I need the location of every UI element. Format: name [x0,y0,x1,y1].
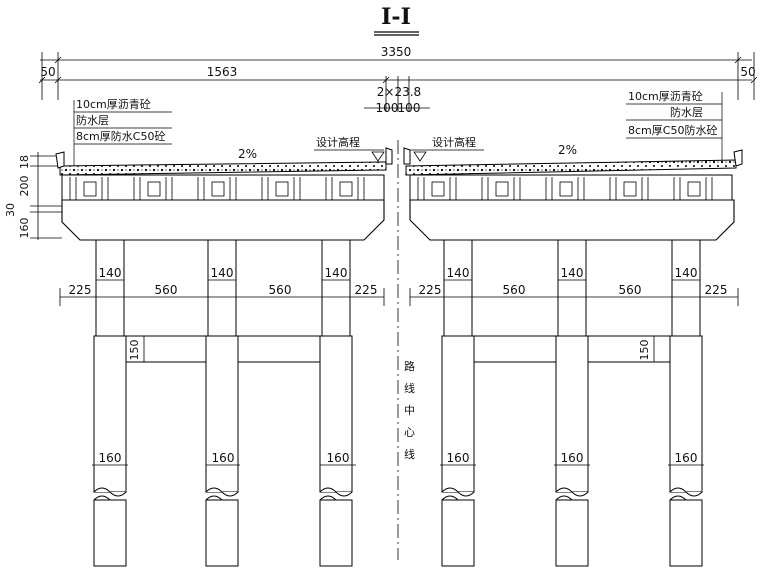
pile-lower [669,499,703,567]
dim-pile-3: 160 [327,451,350,465]
pile-break [441,487,475,497]
left-vertical-dimensions [30,152,62,240]
pile-upper [669,335,703,493]
pier-column [443,239,473,337]
title-group: I-I [374,4,419,36]
section-title: I-I [381,4,411,30]
dim-cantilever-3: 225 [419,283,442,297]
pile-lower [205,499,239,567]
pile-break [319,487,353,497]
dim-girder-height: 200 [18,176,31,197]
dim-spacing-3: 560 [503,283,526,297]
dim-spacing-1: 560 [155,283,178,297]
dim-total-width: 3350 [381,45,412,59]
dim-pile-6: 160 [675,451,698,465]
pavement-note-right: 10cm厚沥青砼 防水层 8cm厚C50防水砼 [626,90,723,166]
pier-column [321,239,351,337]
pier-column [671,239,701,337]
dim-spacing-2: 560 [269,283,292,297]
pile-upper [205,335,239,493]
dim-pile-5: 160 [561,451,584,465]
dim-bearing-gap: 30 [4,203,17,217]
dim-column-width-6: 140 [675,266,698,280]
note-concrete-right: 8cm厚C50防水砼 [628,123,717,137]
dim-cap-beam-height: 160 [18,218,31,239]
pile-break [205,487,239,497]
girder-void [623,181,637,197]
design-elevation-right: 设计高程 [432,135,476,149]
girder-void [431,181,445,197]
girder-void [275,181,289,197]
pile-lower [319,499,353,567]
dim-tie-beam-left: 150 [128,340,141,361]
substructure [93,239,703,567]
design-elevation-left: 设计高程 [316,135,360,149]
tie-beam [125,335,207,363]
girder-void [211,181,225,197]
girder-void [495,181,509,197]
dim-median-split-left: 100 [376,101,399,115]
dim-cantilever-2: 225 [355,283,378,297]
dim-pile-4: 160 [447,451,470,465]
pile-upper [319,335,353,493]
right-cap-beam [409,199,735,241]
dim-deck-thickness: 18 [18,155,31,169]
note-asphalt-left: 10cm厚沥青砼 [76,98,151,111]
girder-void [687,181,701,197]
slope-label-right: 2% [558,143,577,157]
left-deck-pavement [59,161,387,176]
pile-lower [93,499,127,567]
note-asphalt-right: 10cm厚沥青砼 [628,90,703,103]
dim-pile-2: 160 [212,451,235,465]
slope-label-left: 2% [238,147,257,161]
girder-void [559,181,573,197]
dim-column-width-1: 140 [99,266,122,280]
dim-median-split-right: 100 [398,101,421,115]
dim-median: 2×23.8 [377,85,421,99]
girder-void [147,181,161,197]
dim-tie-beam-right: 150 [638,340,651,361]
tie-beam [473,335,557,363]
pile-upper [555,335,589,493]
pile-lower [555,499,589,567]
left-superstructure [55,147,393,206]
dim-column-width-3: 140 [325,266,348,280]
dim-edge-right: 50 [740,65,755,79]
left-cap-beam [61,199,385,241]
pile-break [669,487,703,497]
pier-column [557,239,587,337]
note-waterproof-right: 防水层 [670,105,703,119]
note-waterproof-left: 防水层 [76,113,109,127]
pile-upper [93,335,127,493]
pile-lower [441,499,475,567]
dim-cantilever-4: 225 [705,283,728,297]
dim-pile-1: 160 [99,451,122,465]
dim-column-width-5: 140 [561,266,584,280]
note-concrete-left: 8cm厚防水C50砼 [76,129,165,143]
pavement-note-left: 10cm厚沥青砼 防水层 8cm厚防水C50砼 [73,98,172,166]
girder-void [83,181,97,197]
dim-cantilever-1: 225 [69,283,92,297]
dim-half-width: 1563 [207,65,238,79]
centerline-label: 路线中心线 [404,360,415,461]
top-dimensions [38,52,758,112]
pier-column [207,239,237,337]
girder-void [339,181,353,197]
dim-column-width-4: 140 [447,266,470,280]
dim-spacing-4: 560 [619,283,642,297]
pile-break [555,487,589,497]
pier-column [95,239,125,337]
pile-upper [441,335,475,493]
tie-beam [237,335,321,363]
tie-beam [587,335,671,363]
right-deck-pavement [405,159,737,176]
column-dimension-rows [59,279,739,466]
dim-edge-left: 50 [40,65,55,79]
dim-column-width-2: 140 [211,266,234,280]
pile-break [93,487,127,497]
